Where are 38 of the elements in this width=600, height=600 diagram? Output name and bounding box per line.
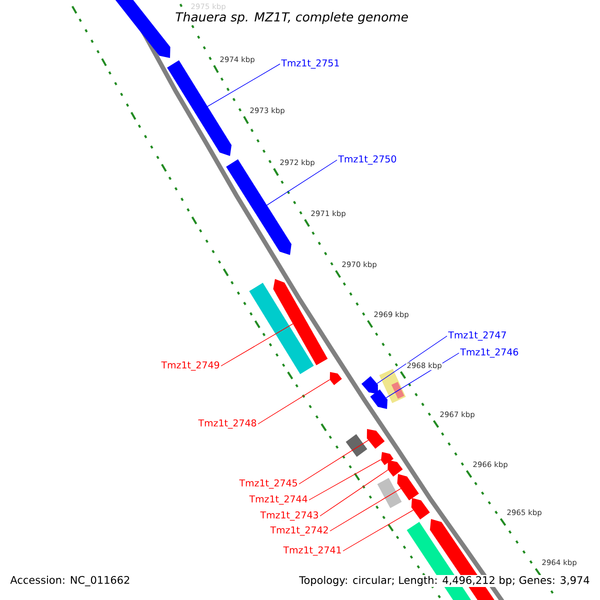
gene-label: Tmz1t_2742 xyxy=(270,526,328,536)
leader-line xyxy=(266,160,338,206)
leader-line xyxy=(258,379,330,424)
gene-feature xyxy=(366,429,385,449)
gene-label: Tmz1t_2748 xyxy=(198,419,256,429)
leader-line xyxy=(376,336,448,384)
gene-label: Tmz1t_2746 xyxy=(460,348,518,358)
gene-label: Tmz1t_2745 xyxy=(239,479,297,489)
feature-box xyxy=(377,478,402,508)
gene-label: Tmz1t_2749 xyxy=(161,361,220,371)
gene-feature xyxy=(330,372,342,386)
feature-box xyxy=(391,382,404,399)
leader-line xyxy=(220,323,294,366)
leader-line xyxy=(320,470,388,516)
gene-label: Tmz1t_2750 xyxy=(338,155,396,165)
leader-line xyxy=(308,459,382,500)
gene-feature xyxy=(388,460,403,477)
gene-label: Tmz1t_2743 xyxy=(260,511,318,521)
gene-feature xyxy=(397,474,419,500)
accession-text: Accession: NC_011662 xyxy=(9,574,132,588)
gene-feature xyxy=(361,376,378,394)
gene-label: Tmz1t_2741 xyxy=(283,546,341,556)
gene-label: Tmz1t_2751 xyxy=(281,59,339,69)
leader-line xyxy=(330,488,402,532)
gene-feature xyxy=(411,498,430,520)
title: Thauera sp. MZ1T, complete genome xyxy=(174,10,410,26)
gene-label: Tmz1t_2747 xyxy=(448,331,506,341)
feature-box xyxy=(346,434,368,457)
gene-label: Tmz1t_2744 xyxy=(249,495,308,505)
leader-line xyxy=(342,510,414,552)
gene-bar xyxy=(249,282,314,374)
leader-line xyxy=(298,440,369,484)
leader-line xyxy=(207,64,280,107)
gene-feature xyxy=(381,452,394,466)
gene-feature xyxy=(370,389,388,409)
gene-feature xyxy=(273,279,328,366)
genome-info-text: Topology: circular; Length: 4,496,212 bp; Genes: 3,974 xyxy=(298,574,591,588)
gene-feature xyxy=(112,0,170,58)
